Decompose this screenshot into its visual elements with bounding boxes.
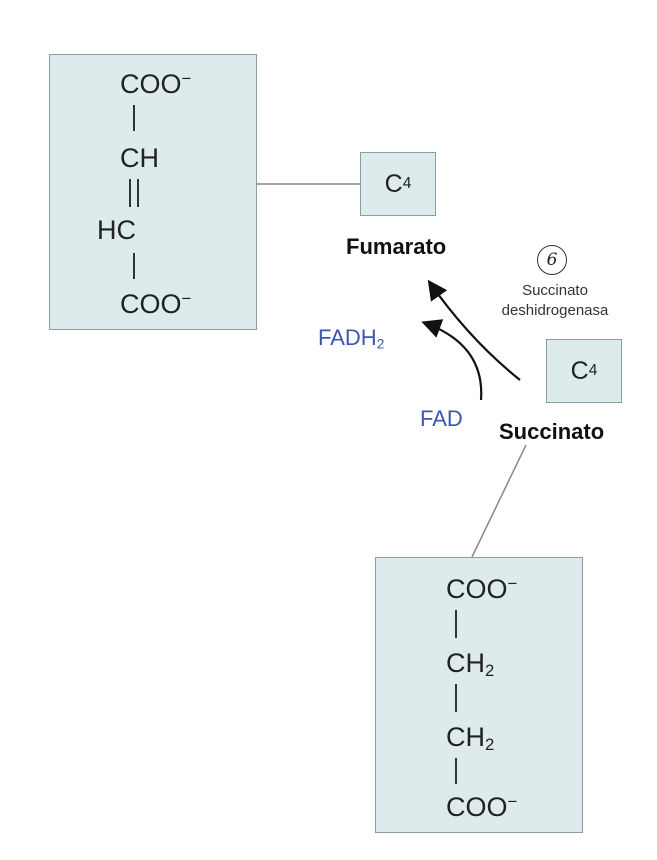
fumarate-top-carboxylate: COO− xyxy=(120,68,192,99)
succinate-bond-2 xyxy=(455,684,457,712)
succinate-connector-line xyxy=(471,444,527,558)
fad-label: FAD xyxy=(420,406,463,431)
fumarate-ch: CH xyxy=(120,143,159,173)
main-reaction-arrow xyxy=(427,279,521,381)
succinate-ch2-lower: CH2 xyxy=(446,722,495,755)
succinate-ch2-upper: CH2 xyxy=(446,648,495,681)
fumarate-double-bond-right xyxy=(137,179,139,207)
succinate-structure-box: COO− CH2 CH2 COO− xyxy=(375,557,583,833)
fadh2-label: FADH2 xyxy=(318,325,385,352)
fumarate-name-label: Fumarato xyxy=(346,234,447,259)
fumarate-structure-box: COO− CH HC COO− xyxy=(49,54,257,330)
succinate-bond-3 xyxy=(455,758,457,784)
fumarate-single-bond-top xyxy=(133,105,135,131)
fumarate-single-bond-bottom xyxy=(133,253,135,279)
succinate-name-label: Succinato xyxy=(499,419,605,444)
succinate-bond-1 xyxy=(455,610,457,638)
enzyme-step-number: 6 xyxy=(537,245,567,275)
enzyme-name-line2: deshidrogenasa xyxy=(501,302,609,320)
enzyme-name-label: Succinato deshidrogenasa xyxy=(480,281,630,322)
succinate-bottom-carboxylate: COO− xyxy=(446,791,518,822)
succinate-top-carboxylate: COO− xyxy=(446,573,518,604)
cofactor-arrow xyxy=(421,319,483,401)
enzyme-name-line1: Succinato xyxy=(522,282,588,299)
fumarate-hc: HC xyxy=(97,215,136,245)
fumarate-double-bond-left xyxy=(129,179,131,207)
fumarate-bottom-carboxylate: COO− xyxy=(120,288,192,319)
